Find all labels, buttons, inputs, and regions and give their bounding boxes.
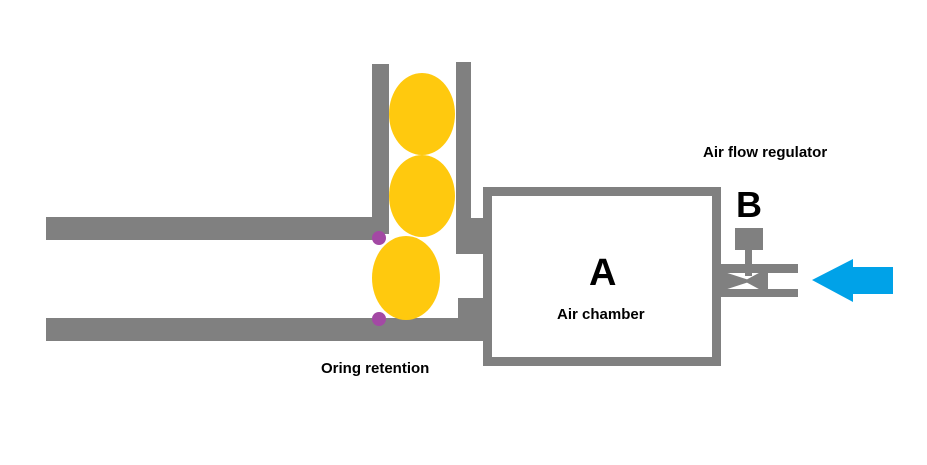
oring-label: Oring retention bbox=[321, 360, 430, 377]
valve-stem bbox=[745, 248, 752, 276]
barrel-bottom-wall bbox=[46, 318, 459, 341]
magazine-left-wall bbox=[372, 64, 389, 234]
barrel bbox=[46, 217, 459, 341]
oring-dot-icon bbox=[372, 231, 386, 245]
oring-dot-icon bbox=[372, 312, 386, 326]
oring-dots bbox=[372, 231, 386, 326]
ball bbox=[389, 155, 455, 237]
valve-gate-left bbox=[712, 268, 752, 294]
valve-letter: B bbox=[736, 184, 762, 225]
regulator-label: Air flow regulator bbox=[703, 144, 828, 161]
ball bbox=[389, 73, 455, 155]
ball bbox=[372, 236, 440, 320]
air-chamber bbox=[483, 187, 721, 366]
valve-knob bbox=[735, 228, 763, 250]
magazine-right-wall bbox=[456, 62, 471, 254]
regulator-valve bbox=[712, 228, 798, 297]
left-arrow-icon bbox=[812, 259, 893, 302]
barrel-top-wall bbox=[46, 217, 374, 240]
inlet-pipe-top bbox=[712, 264, 798, 273]
magazine bbox=[372, 62, 471, 254]
balls bbox=[372, 73, 455, 320]
chamber-letter: A bbox=[589, 252, 617, 294]
chamber-label: Air chamber bbox=[557, 306, 645, 323]
inlet-pipe-bottom bbox=[712, 289, 798, 297]
valve-gate-right bbox=[744, 268, 768, 294]
